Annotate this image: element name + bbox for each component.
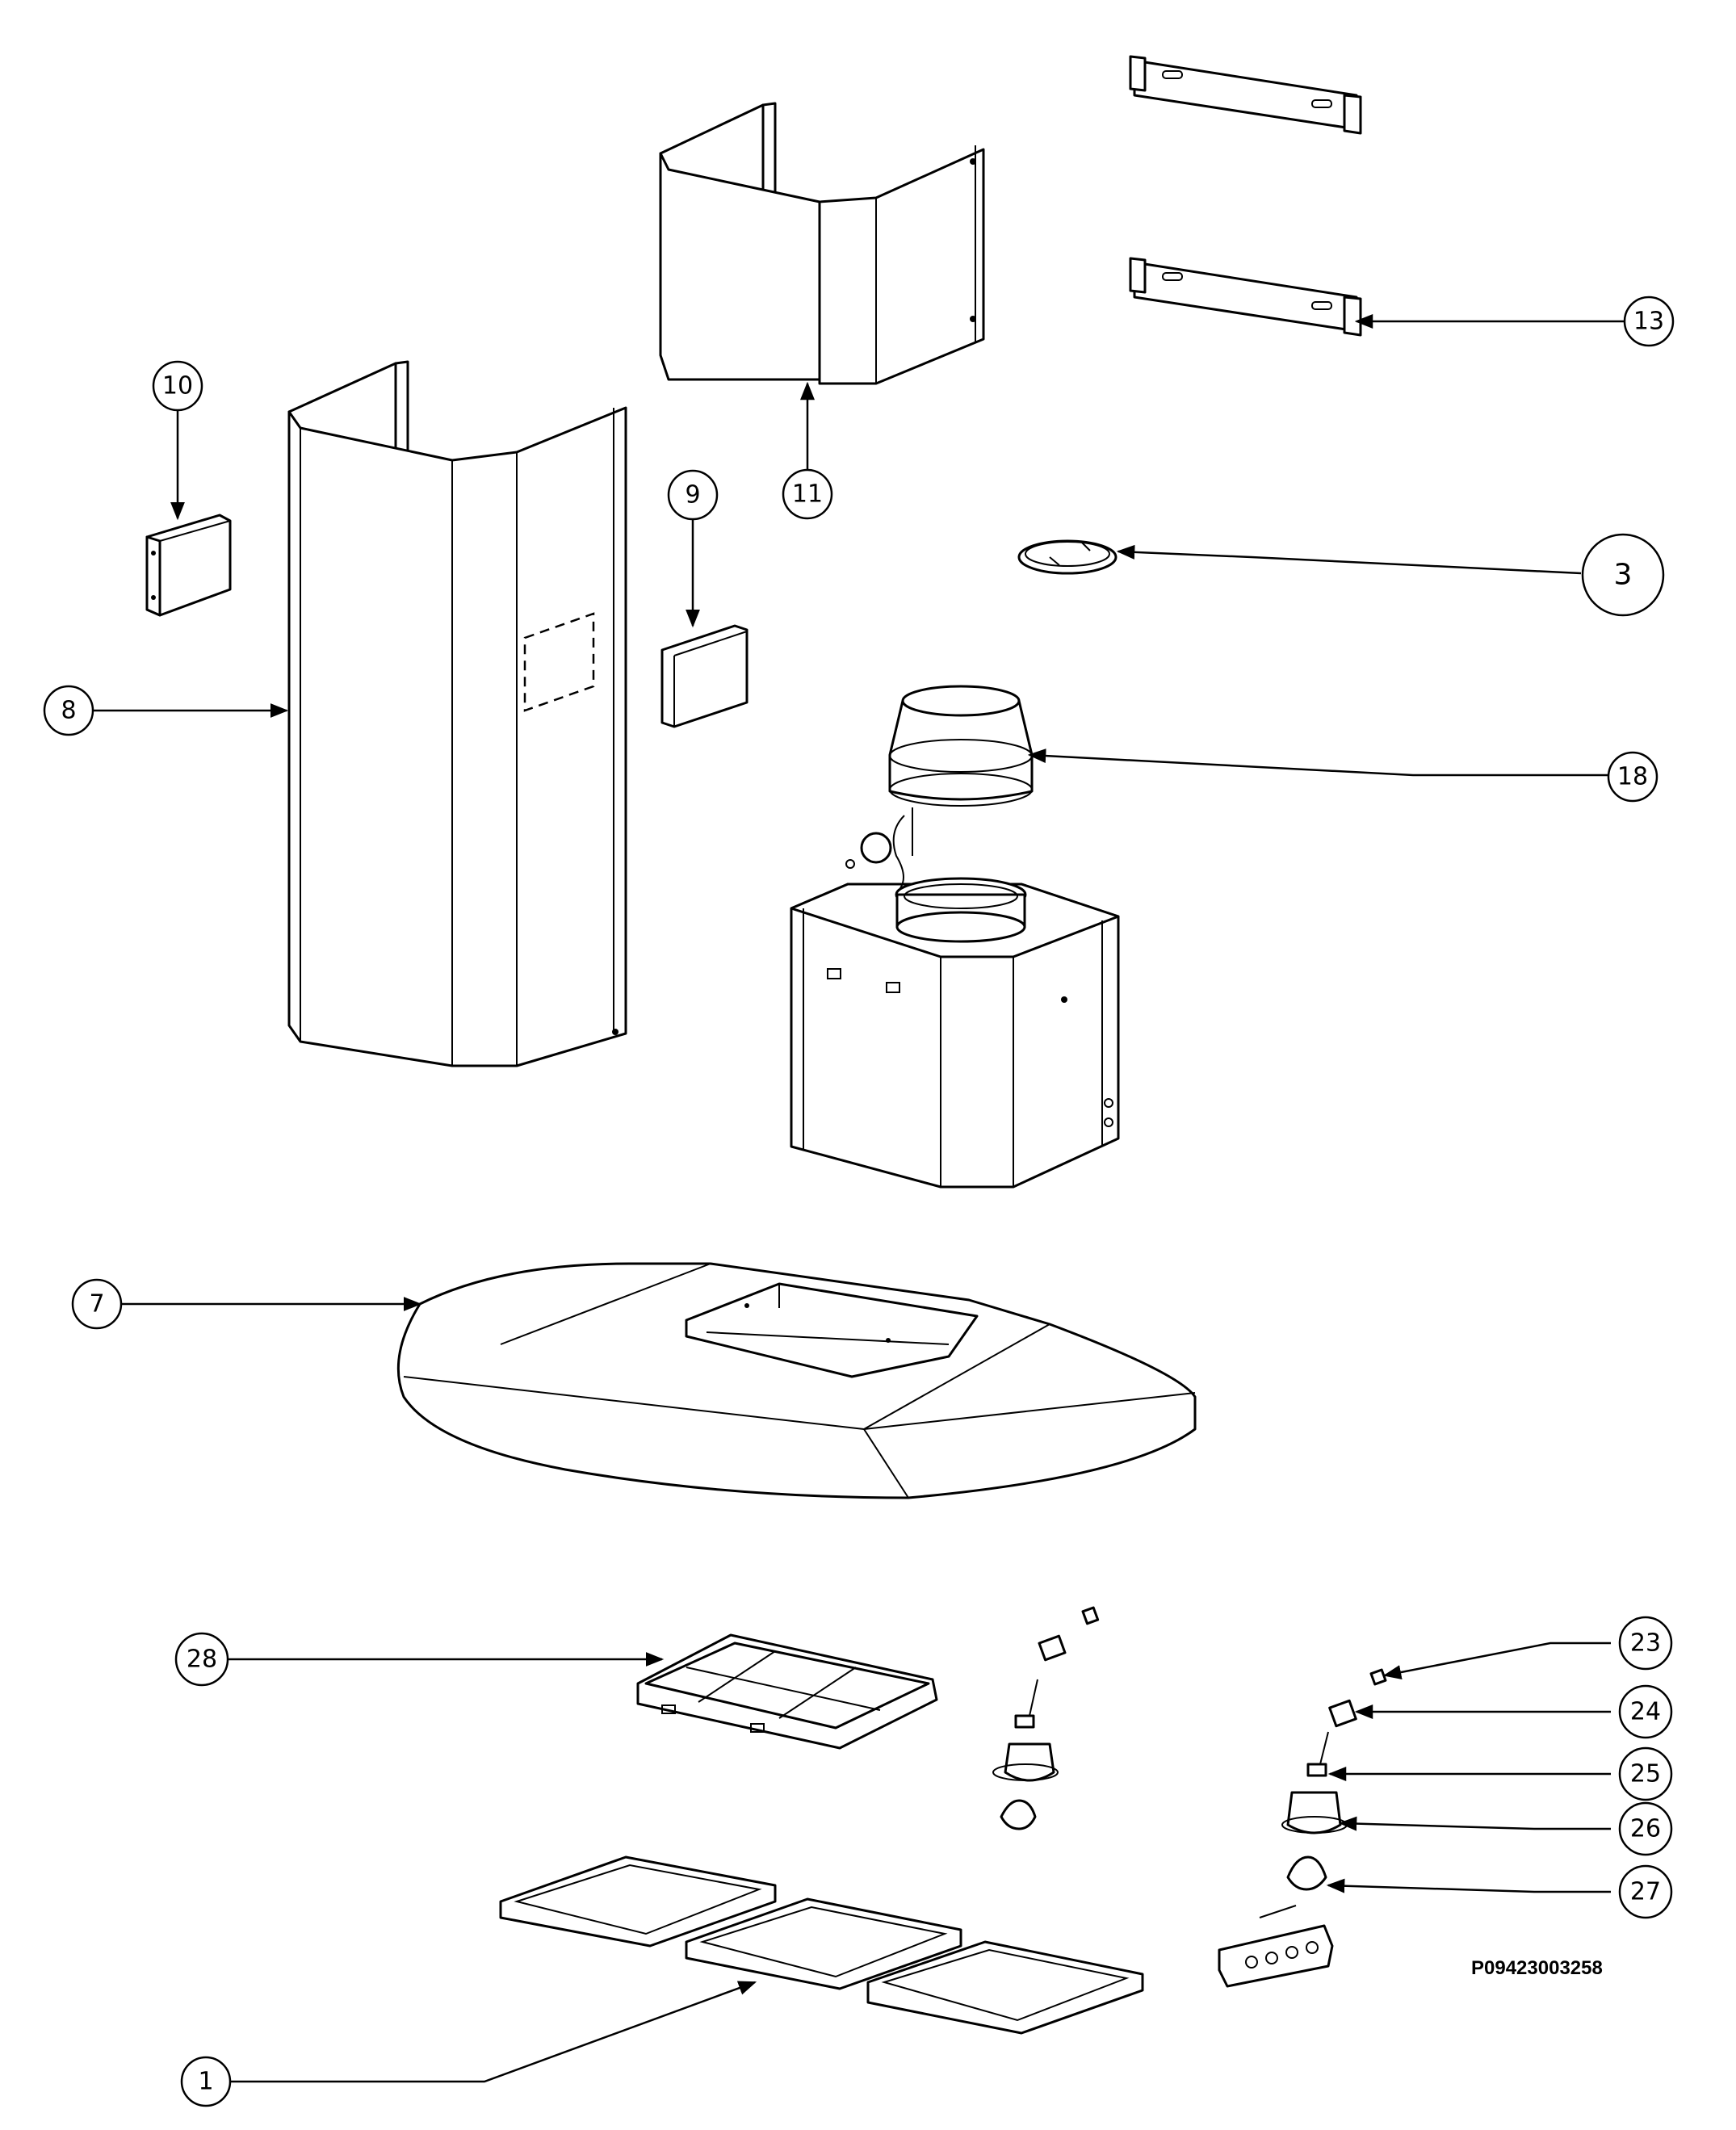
callout-13-label: 13 xyxy=(1633,308,1664,336)
callout-28-label: 28 xyxy=(187,1646,217,1674)
carbon-filter xyxy=(636,1633,938,1750)
grease-filters xyxy=(499,1855,1144,2035)
part-10-cover xyxy=(145,514,232,617)
lamp-parts-exploded xyxy=(992,1606,1100,1830)
callout-9: 9 xyxy=(667,469,719,521)
callout-25-label: 25 xyxy=(1630,1760,1661,1788)
callout-8: 8 xyxy=(43,685,94,736)
lamp-assembly-right xyxy=(1281,1668,1387,1891)
callout-24: 24 xyxy=(1618,1684,1673,1739)
callout-24-label: 24 xyxy=(1630,1698,1661,1726)
callout-7-label: 7 xyxy=(89,1290,104,1319)
wall-bracket-lower xyxy=(1129,257,1362,337)
callout-1-label: 1 xyxy=(198,2068,213,2096)
upper-chimney xyxy=(659,102,985,385)
callout-3: 3 xyxy=(1581,533,1665,617)
callout-7: 7 xyxy=(71,1278,123,1330)
callout-1: 1 xyxy=(180,2056,232,2107)
callout-8-label: 8 xyxy=(61,697,76,725)
callout-23-label: 23 xyxy=(1630,1629,1661,1658)
backdraft-flap xyxy=(1017,539,1117,575)
callout-9-label: 9 xyxy=(685,481,700,509)
leader-lines xyxy=(93,314,1643,2083)
motor-housing xyxy=(790,807,1120,1189)
control-switch xyxy=(1218,1905,1334,1988)
callout-26-label: 26 xyxy=(1630,1815,1661,1843)
callout-11: 11 xyxy=(782,468,833,520)
callout-26: 26 xyxy=(1618,1801,1673,1856)
callout-27: 27 xyxy=(1618,1864,1673,1919)
callout-13: 13 xyxy=(1623,296,1675,347)
callout-23: 23 xyxy=(1618,1616,1673,1671)
part-9-panel xyxy=(660,624,748,728)
wall-bracket-upper xyxy=(1129,55,1362,135)
callout-10-label: 10 xyxy=(162,372,193,400)
hood-canopy xyxy=(396,1262,1197,1499)
duct-adapter xyxy=(888,685,1034,807)
drawing-code: P09423003258 xyxy=(1471,1957,1603,1979)
callout-25: 25 xyxy=(1618,1746,1673,1801)
lower-chimney xyxy=(287,360,627,1067)
callout-18: 18 xyxy=(1607,751,1658,803)
callout-11-label: 11 xyxy=(792,480,823,509)
callout-28: 28 xyxy=(174,1632,229,1687)
callout-3-label: 3 xyxy=(1614,559,1633,592)
callout-18-label: 18 xyxy=(1617,763,1648,791)
callout-10: 10 xyxy=(152,360,203,412)
callout-27-label: 27 xyxy=(1630,1878,1661,1906)
